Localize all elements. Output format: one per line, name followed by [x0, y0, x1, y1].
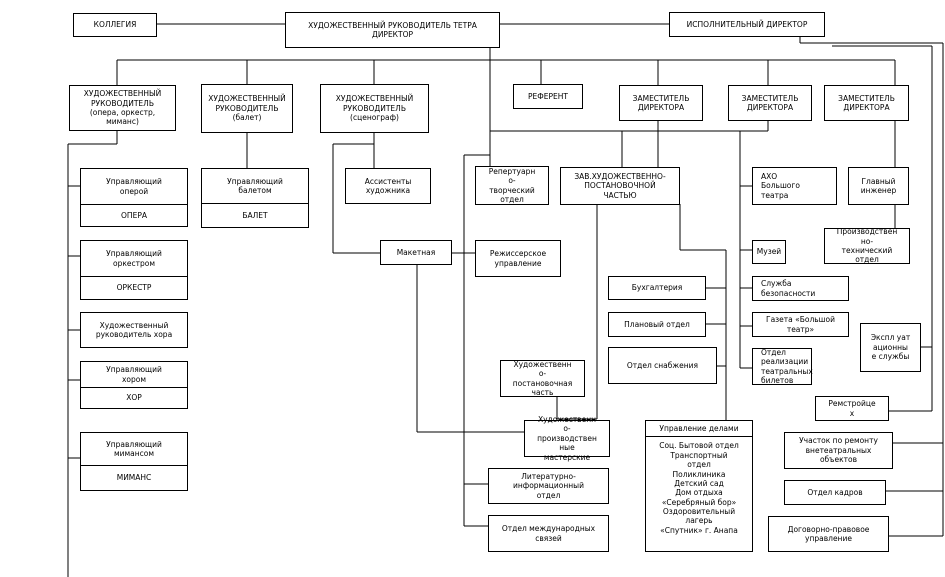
repertoire-dept-label: Репертуарн о- творческий отдел [488, 166, 536, 204]
art-head-ballet-box: ХУДОЖЕСТВЕННЫЙ РУКОВОДИТЕЛЬ (балет) [201, 84, 293, 133]
referent-label: РЕФЕРЕНТ [528, 91, 568, 101]
kollegia-box: КОЛЛЕГИЯ [73, 13, 157, 37]
ballet-manager-label: Управляющий балетом [227, 176, 283, 195]
affairs-box: Управление делами Соц. Бытовой отдел Тра… [645, 420, 753, 552]
chief-engineer-label: Главный инженер [860, 176, 897, 195]
planning-dept-label: Плановый отдел [624, 319, 690, 329]
axo-box: АХО Большого театра [752, 167, 837, 205]
repair-site-box: Участок по ремонту внетеатральных объект… [784, 432, 893, 469]
affairs-head-label: Управление делами [646, 421, 752, 438]
maketnaya-box: Макетная [380, 240, 452, 265]
deputy-director-2-label: ЗАМЕСТИТЕЛЬ ДИРЕКТОРА [741, 93, 799, 112]
choir-art-head-label: Художественный руководитель хора [95, 320, 173, 339]
art-head-ballet-label: ХУДОЖЕСТВЕННЫЙ РУКОВОДИТЕЛЬ (балет) [208, 94, 286, 123]
exec-director-label: ИСПОЛНИТЕЛЬНЫЙ ДИРЕКТОР [686, 19, 808, 29]
newspaper-label: Газета «Большой театр» [766, 315, 835, 334]
chief-engineer-box: Главный инженер [848, 167, 909, 205]
art-head-opera-box: ХУДОЖЕСТВЕННЫЙ РУКОВОДИТЕЛЬ (опера, орке… [69, 85, 176, 131]
mimans-label: МИМАНС [81, 465, 187, 490]
ballet-label: БАЛЕТ [202, 203, 308, 227]
planning-dept-box: Плановый отдел [608, 312, 706, 337]
supply-dept-label: Отдел снабжения [626, 360, 699, 370]
ticket-sales-box: Отдел реализации театральных билетов [752, 347, 813, 385]
orchestra-manager-label: Управляющий оркестром [106, 249, 162, 268]
art-workshops-label: Художественн о- производствен ные мастер… [537, 415, 597, 462]
art-head-scen-label: ХУДОЖЕСТВЕННЫЙ РУКОВОДИТЕЛЬ (сценограф) [335, 94, 414, 123]
legal-box: Договорно-правовое управление [768, 516, 889, 552]
artist-assistants-box: Ассистенты художника [345, 168, 431, 204]
art-head-opera-label: ХУДОЖЕСТВЕННЫЙ РУКОВОДИТЕЛЬ (опера, орке… [83, 89, 162, 127]
orchestra-manager-box: Управляющий оркестром ОРКЕСТР [80, 240, 188, 300]
newspaper-box: Газета «Большой театр» [752, 312, 849, 337]
deputy-director-3-label: ЗАМЕСТИТЕЛЬ ДИРЕКТОРА [838, 93, 895, 112]
maketnaya-label: Макетная [396, 247, 436, 257]
operations-label: Экспл уат ационны е службы [870, 333, 911, 362]
hr-label: Отдел кадров [807, 487, 863, 497]
art-head-scen-box: ХУДОЖЕСТВЕННЫЙ РУКОВОДИТЕЛЬ (сценограф) [320, 84, 429, 133]
museum-label: Музей [756, 247, 782, 257]
exec-director-box: ИСПОЛНИТЕЛЬНЫЙ ДИРЕКТОР [669, 12, 825, 37]
operations-box: Экспл уат ационны е службы [860, 323, 921, 372]
repertoire-dept-box: Репертуарн о- творческий отдел [475, 166, 549, 205]
deputy-director-2-box: ЗАМЕСТИТЕЛЬ ДИРЕКТОРА [728, 85, 812, 121]
mimans-manager-label: Управляющий мимансом [106, 439, 162, 458]
intl-relations-label: Отдел международных связей [501, 524, 596, 543]
hr-box: Отдел кадров [784, 480, 886, 505]
deputy-director-1-box: ЗАМЕСТИТЕЛЬ ДИРЕКТОРА [619, 85, 703, 121]
axo-label: АХО Большого театра [761, 171, 800, 200]
opera-manager-label: Управляющий оперой [106, 177, 162, 196]
accounting-label: Бухгалтерия [631, 283, 683, 293]
artist-assistants-label: Ассистенты художника [364, 176, 412, 195]
production-tech-box: Производствен но- технический отдел [824, 227, 910, 265]
kollegia-label: КОЛЛЕГИЯ [93, 20, 137, 30]
directors-dept-box: Режиссерское управление [475, 240, 561, 277]
choir-label: ХОР [81, 387, 187, 408]
deputy-director-1-label: ЗАМЕСТИТЕЛЬ ДИРЕКТОРА [632, 93, 690, 112]
art-staging-part-label: Художественн о- постановочная часть [512, 359, 573, 397]
head-staging-box: ЗАВ.ХУДОЖЕСТВЕННО- ПОСТАНОВОЧНОЙ ЧАСТЬЮ [560, 167, 680, 205]
art-staging-part-box: Художественн о- постановочная часть [500, 360, 585, 397]
ballet-manager-box: Управляющий балетом БАЛЕТ [201, 168, 309, 228]
literary-dept-label: Литературно- информационный отдел [513, 471, 584, 500]
choir-manager-box: Управляющий хором ХОР [80, 361, 188, 409]
art-director-label: ХУДОЖЕСТВЕННЫЙ РУКОВОДИТЕЛЬ ТЕТРА ДИРЕКТ… [308, 20, 477, 39]
affairs-body-label: Соц. Бытовой отдел Транспортный отдел По… [659, 441, 739, 535]
security-box: Служба безопасности [752, 276, 849, 301]
literary-dept-box: Литературно- информационный отдел [488, 468, 609, 504]
supply-dept-box: Отдел снабжения [608, 347, 717, 384]
referent-box: РЕФЕРЕНТ [513, 84, 583, 109]
mimans-manager-box: Управляющий мимансом МИМАНС [80, 432, 188, 491]
deputy-director-3-box: ЗАМЕСТИТЕЛЬ ДИРЕКТОРА [824, 85, 909, 121]
head-staging-label: ЗАВ.ХУДОЖЕСТВЕННО- ПОСТАНОВОЧНОЙ ЧАСТЬЮ [574, 171, 666, 200]
repair-site-label: Участок по ремонту внетеатральных объект… [799, 436, 878, 465]
art-workshops-box: Художественн о- производствен ные мастер… [524, 415, 610, 462]
museum-box: Музей [752, 240, 786, 264]
security-label: Служба безопасности [761, 279, 816, 298]
opera-manager-box: Управляющий оперой ОПЕРА [80, 168, 188, 227]
intl-relations-box: Отдел международных связей [488, 515, 609, 552]
remstroy-box: Ремстройце х [815, 396, 889, 421]
art-director-box: ХУДОЖЕСТВЕННЫЙ РУКОВОДИТЕЛЬ ТЕТРА ДИРЕКТ… [285, 12, 500, 48]
legal-label: Договорно-правовое управление [787, 524, 870, 543]
choir-manager-label: Управляющий хором [106, 365, 162, 384]
accounting-box: Бухгалтерия [608, 276, 706, 300]
remstroy-label: Ремстройце х [828, 399, 876, 418]
ticket-sales-label: Отдел реализации театральных билетов [761, 347, 813, 385]
production-tech-label: Производствен но- технический отдел [836, 227, 898, 265]
opera-label: ОПЕРА [81, 204, 187, 226]
orchestra-label: ОРКЕСТР [81, 276, 187, 299]
directors-dept-label: Режиссерское управление [489, 249, 547, 268]
choir-art-head-box: Художественный руководитель хора [80, 312, 188, 348]
